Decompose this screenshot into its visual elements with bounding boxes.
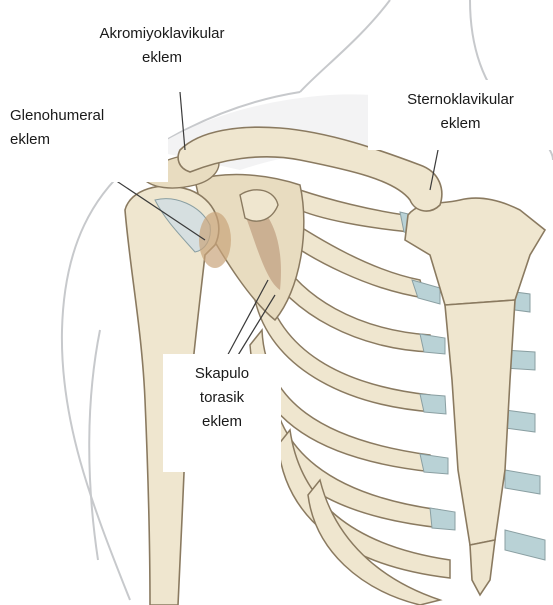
- label-sternoclavicular-joint: Sternoklavikular eklem: [368, 80, 553, 150]
- label-glenohumeral-joint: Glenohumeral eklem: [0, 98, 168, 182]
- label-line: eklem: [163, 410, 281, 434]
- label-acromioclavicular-joint: Akromiyoklavikular eklem: [62, 20, 262, 84]
- sternal-body: [445, 300, 515, 545]
- rib-1: [295, 190, 410, 232]
- glenohumeral-joint-shade: [199, 212, 231, 268]
- label-line: eklem: [368, 112, 553, 136]
- label-line: Sternoklavikular: [368, 88, 553, 112]
- label-scapulothoracic-joint: Skapulo torasik eklem: [163, 354, 281, 472]
- label-line: eklem: [0, 128, 168, 152]
- label-line: torasik: [163, 386, 281, 410]
- label-line: Glenohumeral: [0, 104, 168, 128]
- label-line: Skapulo: [163, 362, 281, 386]
- label-line: eklem: [62, 46, 262, 70]
- xiphoid: [470, 540, 495, 595]
- label-line: Akromiyoklavikular: [62, 22, 262, 46]
